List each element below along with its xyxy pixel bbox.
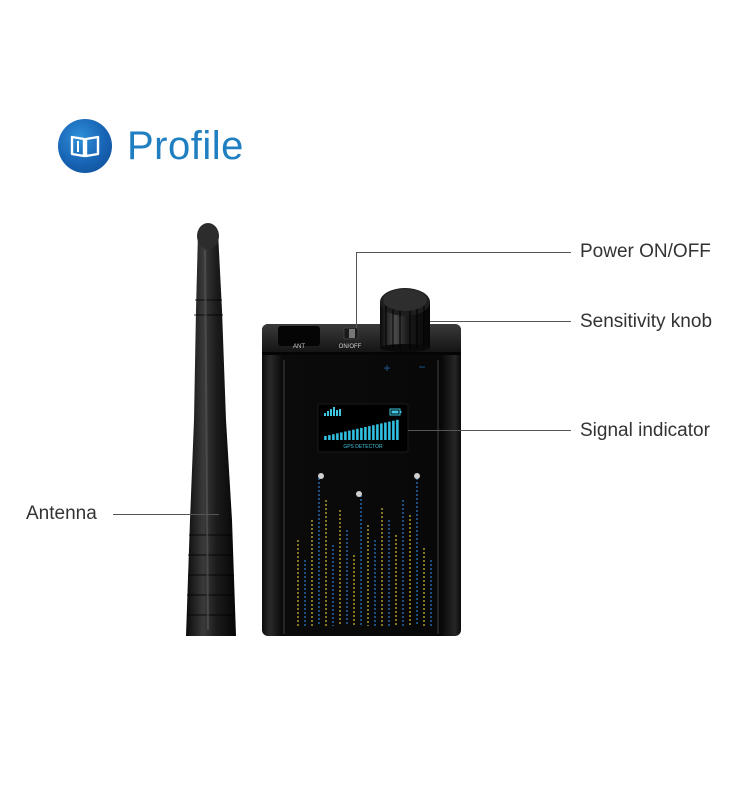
callout-line-antenna [113,514,219,515]
callout-sensitivity-label: Sensitivity knob [580,311,713,332]
open-book-icon [58,119,112,173]
switch-label: ON/OFF [339,344,362,350]
screen-caption: GPS DETECTOR [343,444,383,450]
antenna [186,223,236,636]
plus-mark: + [383,361,390,375]
signal-screen: GPS DETECTOR [317,403,409,453]
minus-mark: − [418,360,425,374]
callout-line-power-horizontal [356,252,571,253]
callout-signal-label: Signal indicator [580,420,710,441]
antenna-port [278,326,320,346]
callout-line-power-vertical [356,252,357,328]
sensitivity-knob [380,288,430,352]
callout-antenna-label: Antenna [26,503,97,524]
ant-port-label: ANT [293,344,305,350]
callout-line-signal [408,430,571,431]
callout-line-knob [430,321,571,322]
callout-power-label: Power ON/OFF [580,241,711,262]
detector-device: ANT ON/OFF + [262,288,461,636]
decorative-signal-lines [297,473,432,626]
page-title: Profile [127,124,244,168]
